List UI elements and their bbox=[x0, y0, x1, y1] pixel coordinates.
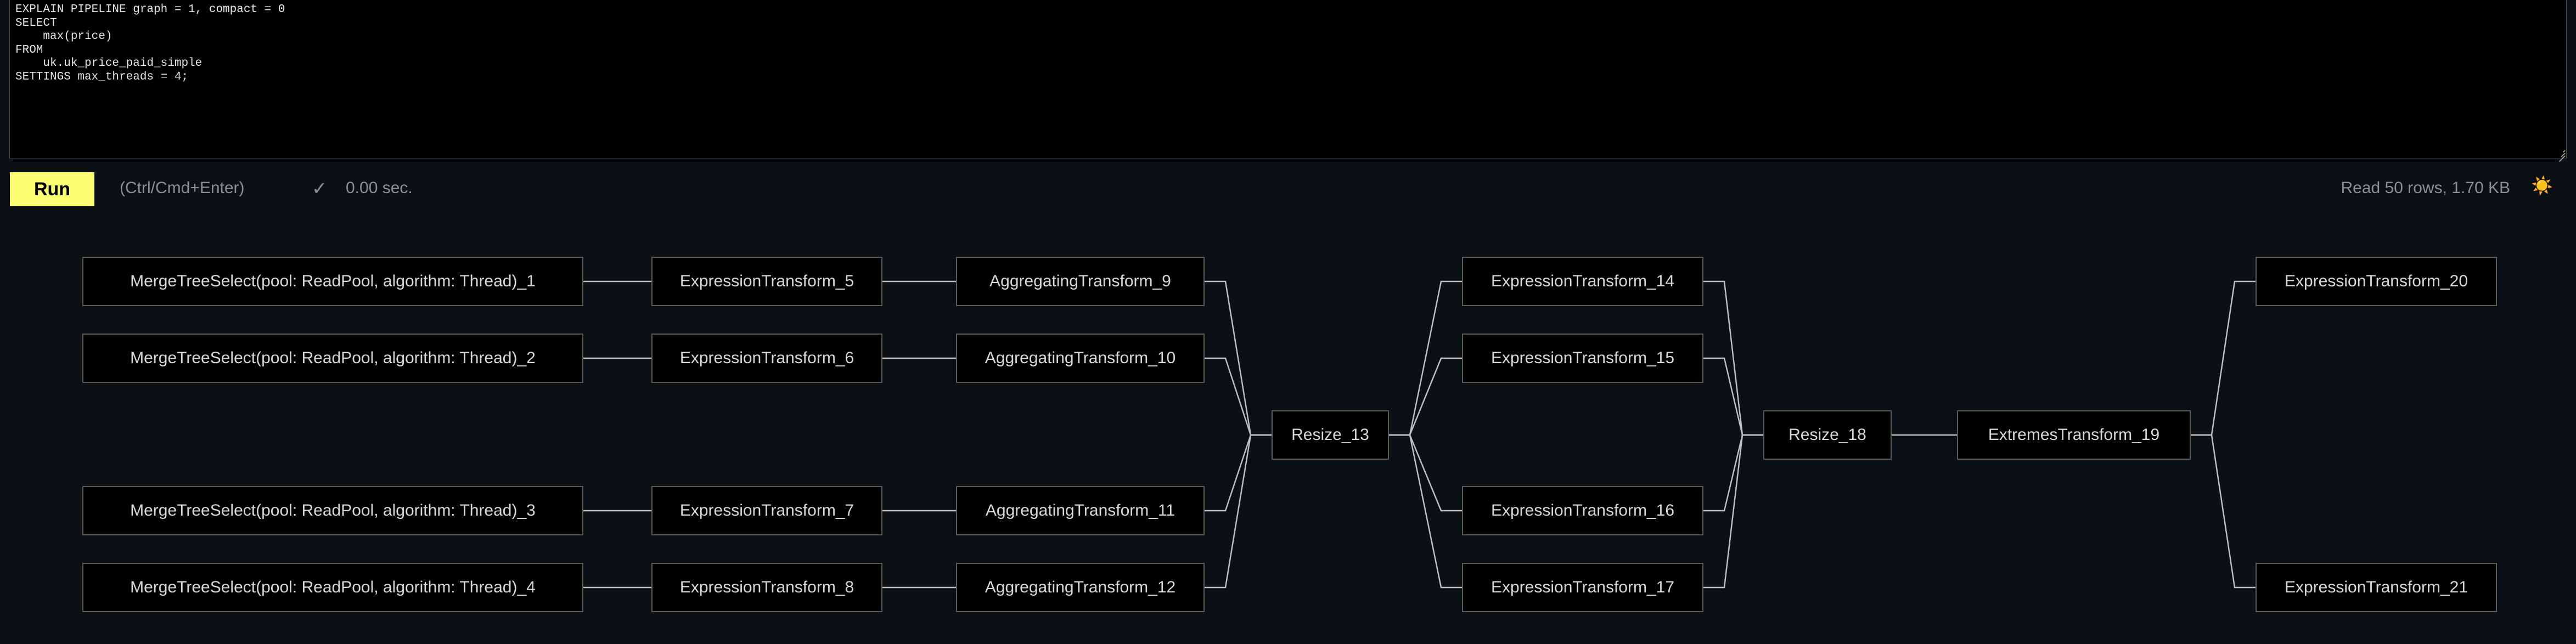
graph-node-label: AggregatingTransform_9 bbox=[989, 272, 1171, 290]
sun-icon[interactable]: ☀️ bbox=[2531, 176, 2553, 195]
graph-edge-n13-n17 bbox=[1389, 434, 1462, 589]
graph-node-n20[interactable]: ExpressionTransform_20 bbox=[2256, 257, 2497, 306]
graph-node-label: MergeTreeSelect(pool: ReadPool, algorith… bbox=[130, 578, 536, 596]
sql-editor-panel bbox=[9, 0, 2567, 162]
graph-node-label: ExpressionTransform_8 bbox=[679, 578, 854, 596]
graph-node-n10[interactable]: AggregatingTransform_10 bbox=[956, 334, 1205, 383]
graph-node-label: ExpressionTransform_17 bbox=[1491, 578, 1675, 596]
graph-node-label: MergeTreeSelect(pool: ReadPool, algorith… bbox=[130, 272, 536, 290]
graph-node-label: AggregatingTransform_12 bbox=[985, 578, 1176, 596]
graph-node-n2[interactable]: MergeTreeSelect(pool: ReadPool, algorith… bbox=[82, 334, 583, 383]
run-shortcut-hint: (Ctrl/Cmd+Enter) bbox=[120, 179, 245, 197]
graph-edge-n12-n13 bbox=[1205, 434, 1272, 589]
graph-node-n13[interactable]: Resize_13 bbox=[1272, 410, 1389, 460]
graph-node-n14[interactable]: ExpressionTransform_14 bbox=[1462, 257, 1703, 306]
graph-edge-n10-n13 bbox=[1205, 357, 1272, 436]
run-button[interactable]: Run bbox=[10, 172, 94, 206]
graph-node-label: Resize_18 bbox=[1788, 426, 1866, 444]
graph-node-n17[interactable]: ExpressionTransform_17 bbox=[1462, 563, 1703, 612]
graph-node-label: AggregatingTransform_11 bbox=[985, 501, 1175, 519]
graph-node-label: Resize_13 bbox=[1291, 426, 1369, 444]
graph-node-n12[interactable]: AggregatingTransform_12 bbox=[956, 563, 1205, 612]
graph-node-n15[interactable]: ExpressionTransform_15 bbox=[1462, 334, 1703, 383]
graph-edge-n13-n16 bbox=[1389, 434, 1462, 512]
graph-node-n5[interactable]: ExpressionTransform_5 bbox=[651, 257, 882, 306]
graph-node-n1[interactable]: MergeTreeSelect(pool: ReadPool, algorith… bbox=[82, 257, 583, 306]
graph-node-label: ExpressionTransform_20 bbox=[2284, 272, 2468, 290]
graph-node-label: ExtremesTransform_19 bbox=[1988, 426, 2160, 444]
query-toolbar: Run (Ctrl/Cmd+Enter) ✓ 0.00 sec. Read 50… bbox=[0, 165, 2576, 214]
graph-edge-n17-n18 bbox=[1703, 434, 1763, 589]
graph-node-label: ExpressionTransform_15 bbox=[1491, 349, 1675, 367]
success-check-icon: ✓ bbox=[312, 178, 328, 199]
graph-node-n19[interactable]: ExtremesTransform_19 bbox=[1957, 410, 2191, 460]
graph-node-n11[interactable]: AggregatingTransform_11 bbox=[956, 486, 1205, 535]
graph-edge-n13-n15 bbox=[1389, 357, 1462, 436]
graph-node-n4[interactable]: MergeTreeSelect(pool: ReadPool, algorith… bbox=[82, 563, 583, 612]
graph-node-label: AggregatingTransform_10 bbox=[985, 349, 1176, 367]
graph-edge-n19-n21 bbox=[2191, 434, 2256, 589]
graph-edge-n19-n20 bbox=[2191, 280, 2256, 436]
elapsed-time-label: 0.00 sec. bbox=[346, 179, 413, 197]
graph-node-label: ExpressionTransform_14 bbox=[1491, 272, 1675, 290]
graph-node-n18[interactable]: Resize_18 bbox=[1763, 410, 1892, 460]
pipeline-graph: MergeTreeSelect(pool: ReadPool, algorith… bbox=[0, 214, 2576, 644]
graph-node-n6[interactable]: ExpressionTransform_6 bbox=[651, 334, 882, 383]
read-stats-label: Read 50 rows, 1.70 KB bbox=[2341, 179, 2510, 197]
graph-node-label: ExpressionTransform_21 bbox=[2284, 578, 2468, 596]
graph-node-n9[interactable]: AggregatingTransform_9 bbox=[956, 257, 1205, 306]
graph-edge-n16-n18 bbox=[1703, 434, 1763, 512]
sql-query-input[interactable] bbox=[10, 0, 2566, 159]
graph-node-label: ExpressionTransform_5 bbox=[679, 272, 854, 290]
graph-node-n3[interactable]: MergeTreeSelect(pool: ReadPool, algorith… bbox=[82, 486, 583, 535]
graph-node-n7[interactable]: ExpressionTransform_7 bbox=[651, 486, 882, 535]
graph-node-label: ExpressionTransform_16 bbox=[1491, 501, 1675, 519]
graph-node-label: MergeTreeSelect(pool: ReadPool, algorith… bbox=[130, 349, 536, 367]
graph-node-n21[interactable]: ExpressionTransform_21 bbox=[2256, 563, 2497, 612]
graph-node-n8[interactable]: ExpressionTransform_8 bbox=[651, 563, 882, 612]
graph-node-label: ExpressionTransform_7 bbox=[679, 501, 854, 519]
graph-edge-n15-n18 bbox=[1703, 357, 1763, 436]
graph-edge-n11-n13 bbox=[1205, 434, 1272, 512]
graph-node-n16[interactable]: ExpressionTransform_16 bbox=[1462, 486, 1703, 535]
graph-node-label: ExpressionTransform_6 bbox=[679, 349, 854, 367]
graph-node-label: MergeTreeSelect(pool: ReadPool, algorith… bbox=[130, 501, 536, 519]
pipeline-graph-edges bbox=[583, 280, 2256, 589]
